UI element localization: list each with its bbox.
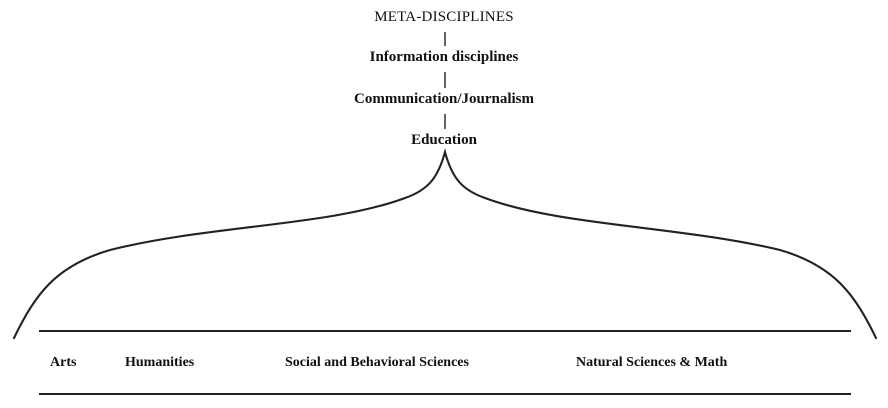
communication-journalism-label: Communication/Journalism: [353, 91, 535, 107]
humanities-label: Humanities: [125, 355, 195, 370]
information-disciplines-label: Information disciplines: [369, 49, 519, 65]
meta-disciplines-title: META-DISCIPLINES: [374, 9, 514, 25]
education-label: Education: [411, 132, 477, 148]
natural-sciences-math-label: Natural Sciences & Math: [576, 355, 728, 370]
tree-curve: [12, 147, 878, 340]
social-behavioral-sciences-label: Social and Behavioral Sciences: [285, 355, 469, 370]
arts-label: Arts: [50, 355, 77, 370]
